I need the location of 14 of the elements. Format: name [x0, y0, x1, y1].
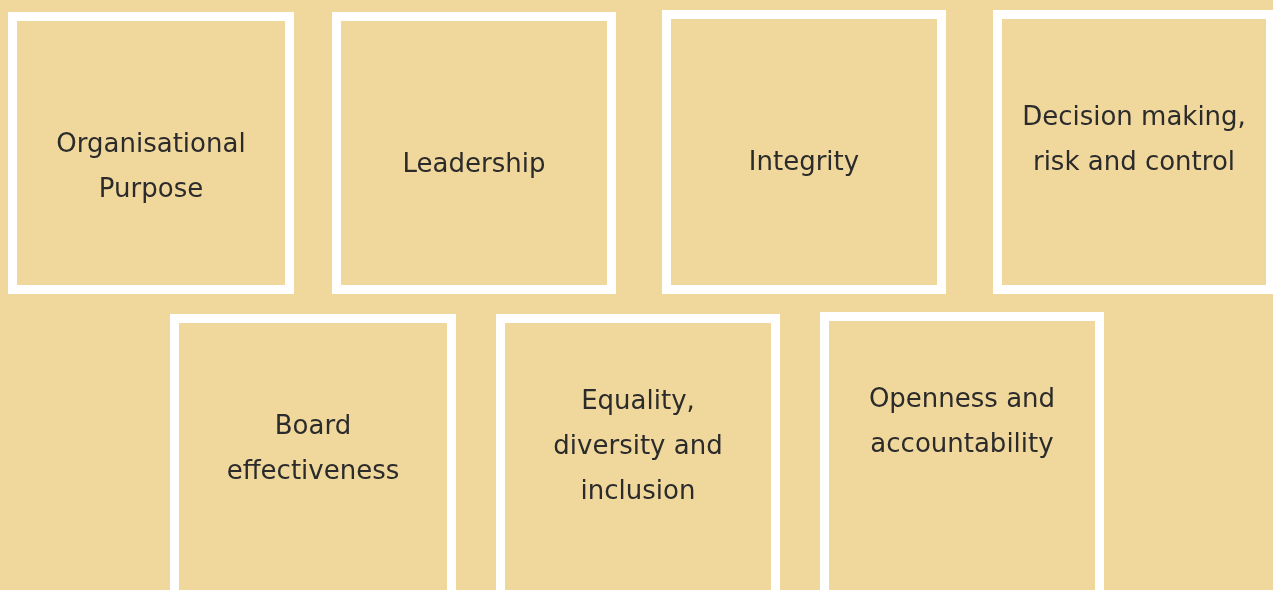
box-label: Equality, diversity and inclusion: [552, 384, 724, 507]
box-label: Board effectiveness: [225, 409, 401, 487]
outlined-box: [662, 10, 946, 294]
box-label: Integrity: [747, 145, 861, 178]
outlined-box: [496, 314, 780, 590]
outlined-box: [820, 312, 1104, 590]
outlined-box: [332, 12, 616, 294]
outlined-box: [170, 314, 456, 590]
box-label: Openness and accountability: [867, 382, 1057, 460]
box-label: Decision making, risk and control: [1021, 100, 1247, 178]
outlined-box: [993, 10, 1273, 294]
box-label: Leadership: [401, 147, 547, 180]
box-label: Organisational Purpose: [55, 127, 247, 205]
outlined-box: [8, 12, 294, 294]
